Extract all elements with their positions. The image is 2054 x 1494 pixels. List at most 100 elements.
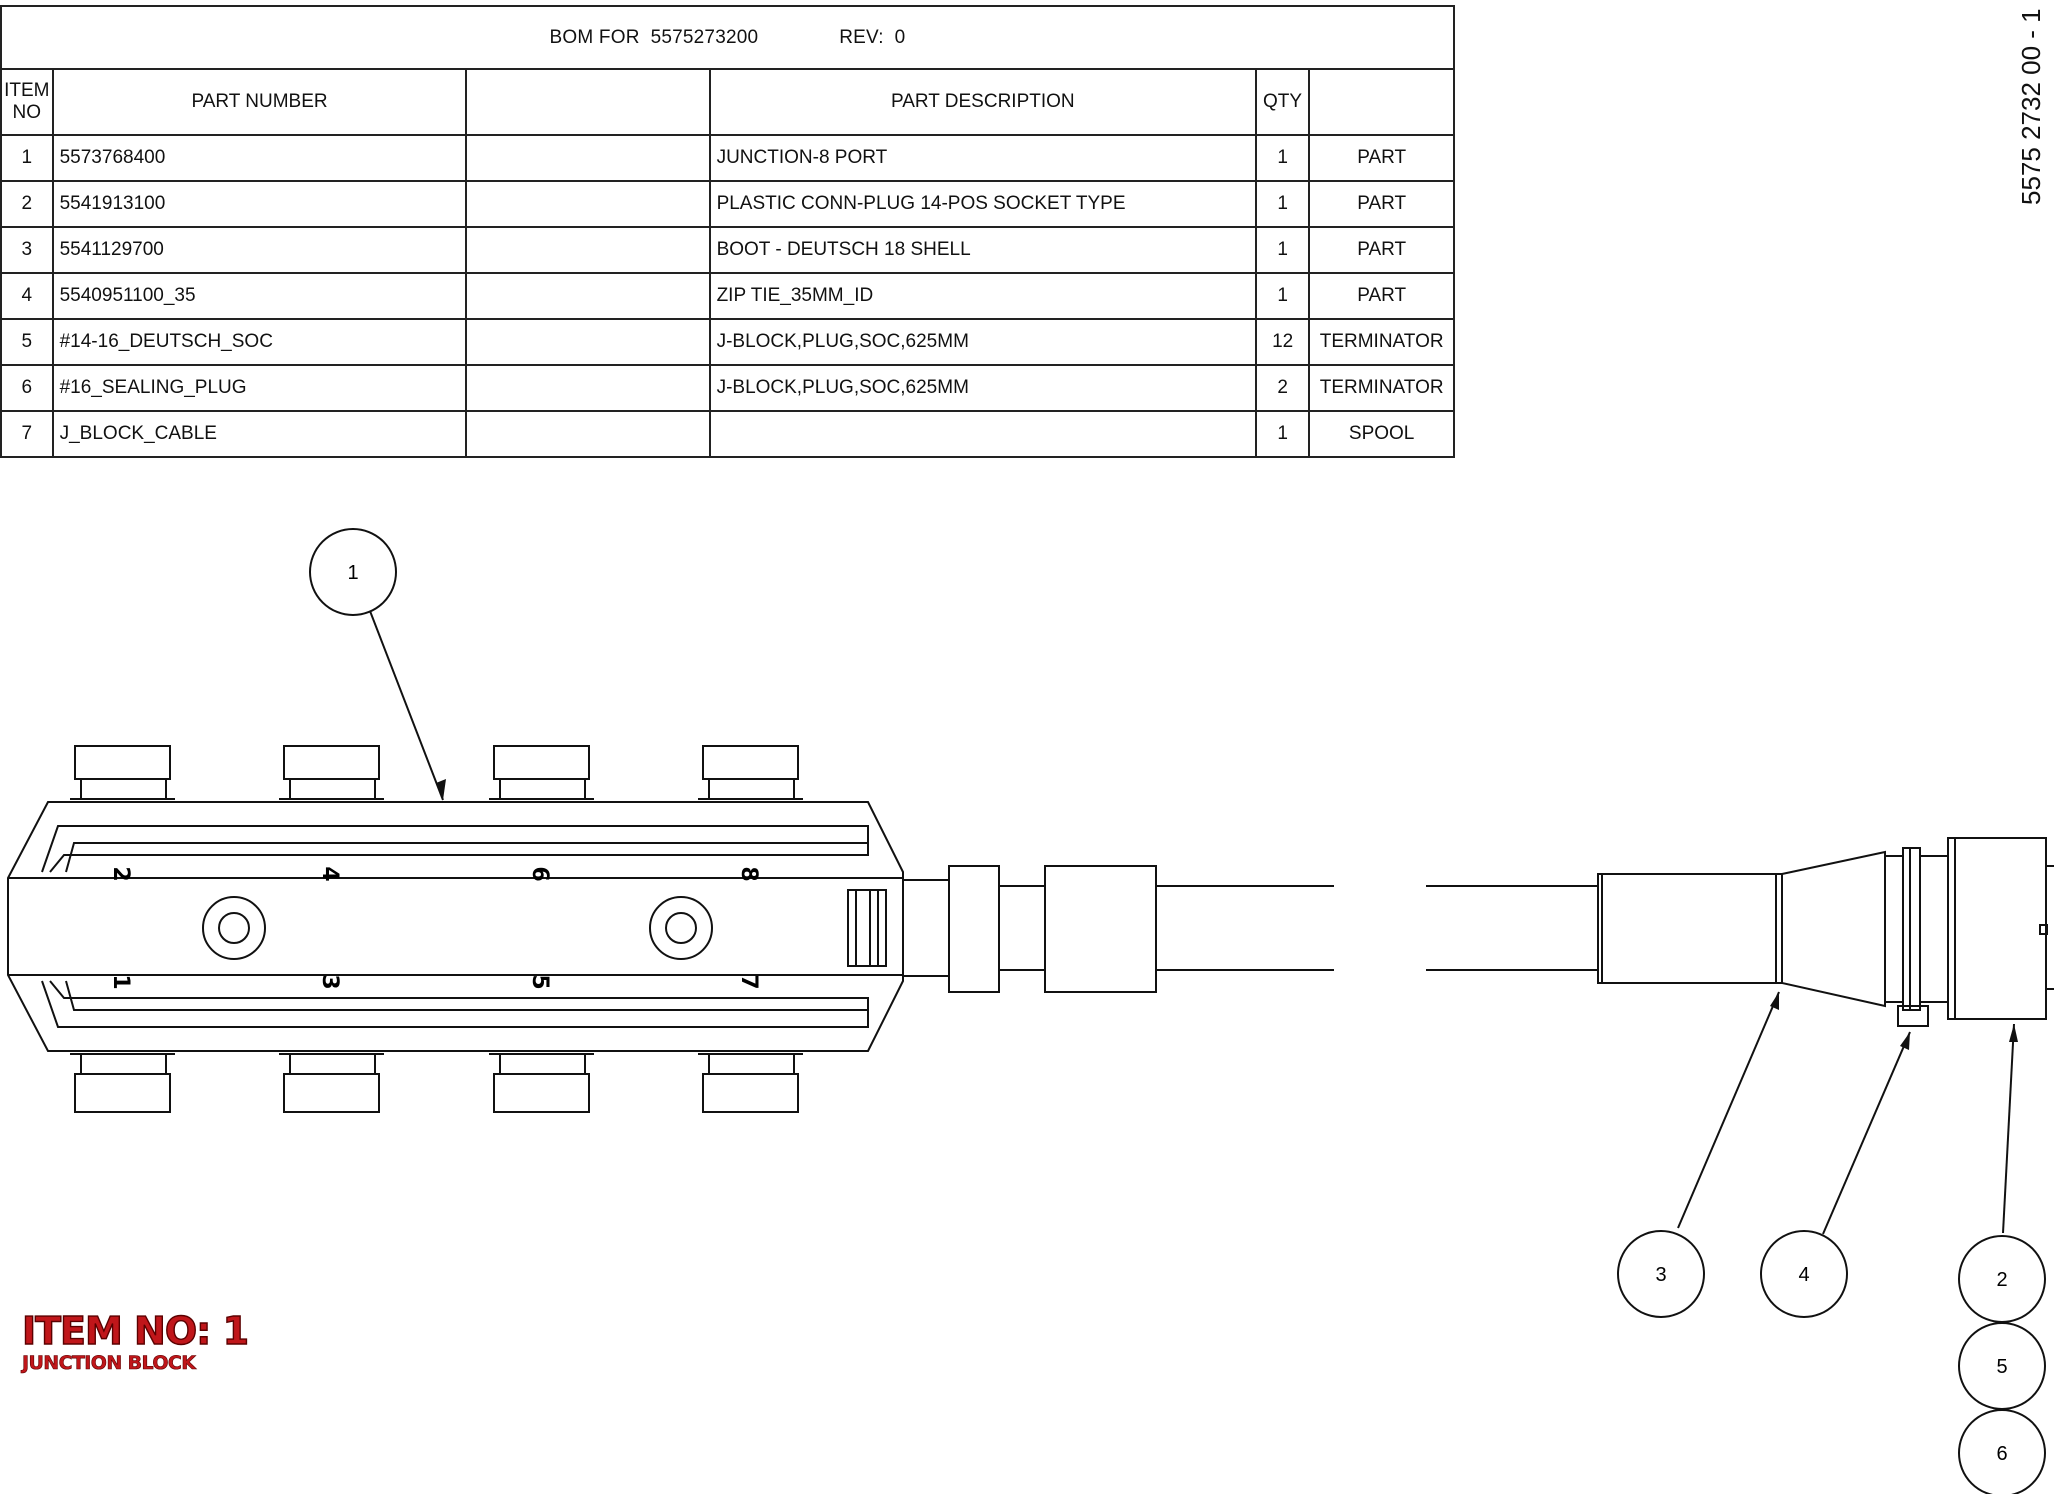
boot-taper bbox=[1781, 850, 1886, 1008]
port-number-top: 8 bbox=[736, 866, 761, 881]
bom-type: SPOOL bbox=[1308, 410, 1455, 458]
bom-type: PART bbox=[1308, 272, 1455, 320]
gland-nut bbox=[948, 865, 1000, 993]
bottom-port-numbers: 1 3 5 7 bbox=[108, 974, 761, 989]
item-label: ITEM NO: 1 JUNCTION BLOCK bbox=[21, 1309, 249, 1375]
bom-qty: 1 bbox=[1255, 226, 1311, 274]
bom-description: J-BLOCK,PLUG,SOC,625MM bbox=[708, 318, 1258, 366]
port-number-top: 6 bbox=[527, 866, 552, 881]
balloon-circle bbox=[1617, 1230, 1705, 1318]
bom-description: PLASTIC CONN-PLUG 14-POS SOCKET TYPE bbox=[708, 180, 1258, 228]
balloon-label: 3 bbox=[1655, 1264, 1666, 1286]
header-blank bbox=[465, 68, 711, 136]
bom-row: 5#14-16_DEUTSCH_SOC J-BLOCK,PLUG,SOC,625M… bbox=[0, 318, 1455, 366]
bom-item-no: 7 bbox=[0, 410, 54, 458]
mount-hole-left bbox=[202, 896, 266, 960]
bom-description: J-BLOCK,PLUG,SOC,625MM bbox=[708, 364, 1258, 412]
bom-item-no: 5 bbox=[0, 318, 54, 366]
bom-part-number: #14-16_DEUTSCH_SOC bbox=[51, 318, 468, 366]
top-rail-outer bbox=[41, 825, 869, 873]
bom-type: PART bbox=[1308, 180, 1455, 228]
port-number-bottom: 1 bbox=[108, 974, 133, 989]
balloon-label: 5 bbox=[1996, 1356, 2007, 1378]
mount-hole-right bbox=[649, 896, 713, 960]
item-label-title: ITEM NO: 1 bbox=[21, 1309, 249, 1353]
balloon-label: 6 bbox=[1996, 1443, 2007, 1465]
leader-3 bbox=[1677, 991, 1780, 1229]
top-port-caps bbox=[70, 745, 803, 800]
bom-part-number: J_BLOCK_CABLE bbox=[51, 410, 468, 458]
top-port-numbers: 2 4 6 8 bbox=[108, 866, 761, 881]
bom-part-number: 5541913100 bbox=[51, 180, 468, 228]
junction-body bbox=[7, 801, 904, 1052]
header-type bbox=[1308, 68, 1455, 136]
bom-description: JUNCTION-8 PORT bbox=[708, 134, 1258, 182]
bom-qty: 1 bbox=[1255, 410, 1311, 458]
bom-header-row: ITEM NO PART NUMBER PART DESCRIPTION QTY bbox=[0, 68, 1455, 136]
bottom-rail-outer bbox=[41, 980, 869, 1028]
header-part-number: PART NUMBER bbox=[51, 68, 468, 136]
port-number-top: 4 bbox=[317, 866, 342, 881]
bom-qty: 2 bbox=[1255, 364, 1311, 412]
bom-extra bbox=[465, 272, 711, 320]
bom-extra bbox=[465, 364, 711, 412]
bom-qty: 1 bbox=[1255, 134, 1311, 182]
bottom-port-caps bbox=[70, 1053, 803, 1113]
bom-extra bbox=[465, 318, 711, 366]
bom-type: PART bbox=[1308, 226, 1455, 274]
zip-tie bbox=[1884, 855, 1904, 1003]
balloon-circle bbox=[309, 528, 397, 616]
cable-gland bbox=[902, 879, 950, 977]
bom-item-no: 2 bbox=[0, 180, 54, 228]
bom-item-no: 3 bbox=[0, 226, 54, 274]
bom-rev-value: 0 bbox=[894, 26, 906, 48]
bottom-rail-inner bbox=[65, 980, 868, 1011]
balloon-circle bbox=[1958, 1409, 2046, 1494]
bom-type: PART bbox=[1308, 134, 1455, 182]
document-number: 5575 2732 00 - 1 bbox=[2016, 8, 2046, 205]
balloon-label: 4 bbox=[1798, 1264, 1809, 1286]
port-number-top: 2 bbox=[108, 866, 133, 881]
item-label-subtitle: JUNCTION BLOCK bbox=[22, 1352, 197, 1375]
bom-type: TERMINATOR bbox=[1308, 318, 1455, 366]
item-balloons: 1 3 4 2 5 6 bbox=[309, 528, 2046, 1494]
port-number-bottom: 7 bbox=[736, 974, 761, 989]
bom-title-row: BOM FOR 5575273200 REV: 0 bbox=[0, 5, 1455, 70]
bom-extra bbox=[465, 410, 711, 458]
bom-item-no: 6 bbox=[0, 364, 54, 412]
bom-qty: 1 bbox=[1255, 272, 1311, 320]
bom-item-no: 4 bbox=[0, 272, 54, 320]
header-item-no: ITEM NO bbox=[0, 68, 54, 136]
cable-sleeve bbox=[1044, 865, 1157, 993]
bom-part-number: #16_SEALING_PLUG bbox=[51, 364, 468, 412]
bom-description: ZIP TIE_35MM_ID bbox=[708, 272, 1258, 320]
bom-part-number: 5540951100_35 bbox=[51, 272, 468, 320]
bom-extra bbox=[465, 226, 711, 274]
port-number-bottom: 3 bbox=[317, 974, 342, 989]
bom-rev-label: REV: bbox=[839, 26, 884, 48]
latch bbox=[847, 889, 887, 967]
bom-part-number: 5541129700 bbox=[51, 226, 468, 274]
bom-title-prefix: BOM FOR bbox=[549, 26, 640, 48]
leader-4 bbox=[1822, 1031, 1911, 1235]
bom-table: BOM FOR 5575273200 REV: 0 ITEM NO PART N… bbox=[0, 5, 1455, 458]
bom-item-no: 1 bbox=[0, 134, 54, 182]
port-number-bottom: 5 bbox=[527, 974, 552, 989]
bom-assembly-number: 5575273200 bbox=[650, 26, 759, 48]
balloon-label: 2 bbox=[1996, 1269, 2007, 1291]
collar bbox=[1902, 847, 1921, 1011]
top-rail-inner bbox=[65, 842, 868, 873]
balloon-label: 1 bbox=[347, 562, 358, 584]
leader-2 bbox=[2002, 1023, 2015, 1234]
leader-1 bbox=[369, 610, 444, 801]
bom-description: BOOT - DEUTSCH 18 SHELL bbox=[708, 226, 1258, 274]
bom-qty: 12 bbox=[1255, 318, 1311, 366]
bom-extra bbox=[465, 134, 711, 182]
bom-part-number: 5573768400 bbox=[51, 134, 468, 182]
zip-tie-head bbox=[1897, 1005, 1929, 1027]
